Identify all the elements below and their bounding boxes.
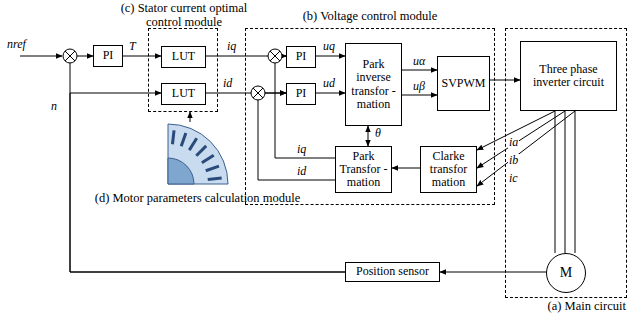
signal-name: id [222, 77, 233, 90]
signal-connector [368, 126, 369, 146]
parameter-module: (d) Motor parameters calculation module [85, 122, 310, 208]
pi-controller: PI [93, 45, 123, 67]
control-module-group: (b) Voltage control modulePIPIPark inver… [245, 28, 495, 205]
signal-name: ib [508, 154, 519, 167]
signal-connector [258, 93, 335, 180]
signal-name: uα [412, 55, 426, 68]
signal-connector [477, 111, 575, 186]
signal-connector [402, 70, 437, 71]
lookup-table: LUT [161, 83, 206, 105]
block-label: PI [294, 86, 309, 101]
svpwm-block: SVPWM [437, 56, 490, 111]
block-label: Clarke transfor mation [421, 149, 476, 191]
pi-controller: PI [286, 46, 316, 68]
signal-name: iq [296, 143, 307, 156]
module-heading: (a) Main circuit [548, 300, 626, 314]
transform-block: Park inverse transfor -mation [345, 43, 402, 126]
block-label: PI [101, 48, 116, 63]
signal-connector [565, 111, 566, 253]
signal-connector [402, 95, 437, 96]
signal-connector [70, 93, 345, 272]
signal-name: ic [508, 172, 519, 185]
signal-connector [440, 272, 546, 273]
block-label: Park Transfor -mation [336, 149, 391, 191]
motor-section-illustration [164, 122, 230, 188]
signal-connector [70, 56, 345, 272]
signal-connector [392, 168, 420, 169]
block-label: M [558, 264, 574, 281]
block-label: PI [294, 49, 309, 64]
signal-connector [477, 111, 565, 168]
lookup-table: LUT [161, 46, 206, 68]
summing-junction [251, 86, 265, 100]
block-label: Position sensor [354, 264, 431, 279]
signal-name: id [296, 165, 307, 178]
transform-block: Park Transfor -mation [335, 146, 392, 193]
block-label: Park inverse transfor -mation [346, 57, 401, 112]
signal-connector [316, 93, 345, 94]
sensor-block: Position sensor [345, 262, 440, 282]
signal-connector [477, 111, 555, 150]
block-label: LUT [170, 49, 197, 64]
signal-name: ia [508, 136, 519, 149]
module-heading: (c) Stator current optimal control modul… [107, 2, 261, 30]
signal-name: uβ [412, 80, 426, 93]
module-heading: (b) Voltage control module [246, 10, 494, 24]
transform-block: Clarke transfor mation [420, 146, 477, 193]
signal-name: n [50, 100, 58, 113]
main-circuit-group: (a) Main circuitThree phase inverter cir… [505, 28, 627, 298]
signal-name: uq [322, 40, 336, 53]
summing-junction [268, 49, 282, 63]
signal-connector [555, 111, 556, 253]
signal-connector [275, 56, 335, 158]
signal-connector [190, 112, 191, 122]
block-label: SVPWM [439, 76, 487, 91]
signal-name: nref [6, 38, 27, 51]
motor-symbol: M [546, 253, 586, 293]
signal-connector [316, 56, 345, 57]
signal-name: T [128, 40, 137, 53]
signal-connector [575, 111, 576, 253]
module-heading: (d) Motor parameters calculation module [85, 192, 310, 206]
block-label: LUT [170, 86, 197, 101]
signal-name: iq [226, 40, 237, 53]
inverter-block: Three phase inverter circuit [520, 41, 617, 111]
pi-controller: PI [286, 83, 316, 105]
block-label: Three phase inverter circuit [521, 62, 616, 90]
reference-input-line [20, 56, 62, 57]
signal-connector [123, 56, 161, 57]
signal-name: ud [322, 77, 336, 90]
summing-junction [63, 49, 77, 63]
control-module-group: (c) Stator current optimal control modul… [148, 28, 218, 112]
signal-name: θ [374, 127, 382, 140]
